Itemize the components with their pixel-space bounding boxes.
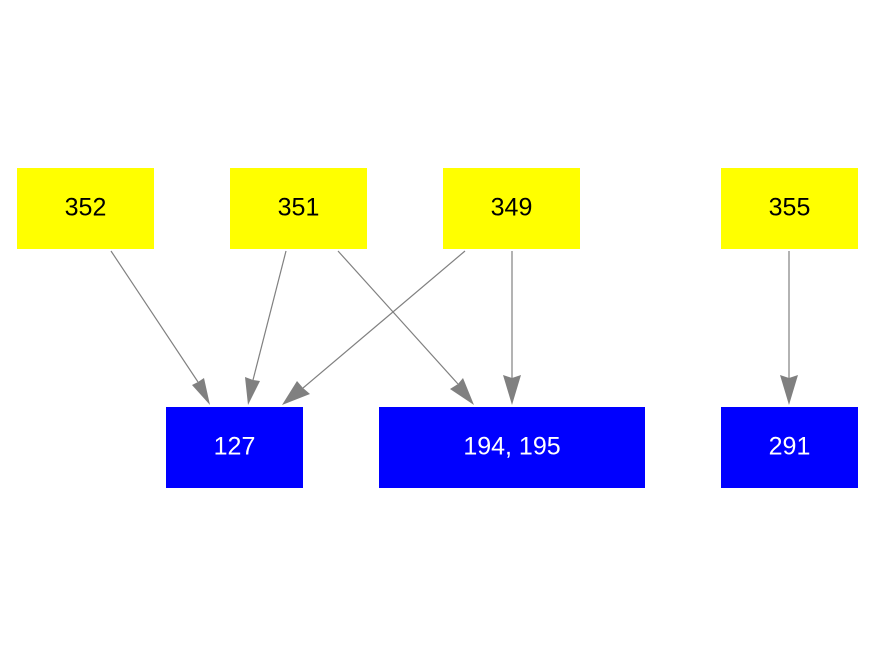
node-box [721,168,858,249]
arrowhead-icon [282,381,310,405]
node-label: 194, 195 [463,433,560,461]
edges-layer [110,250,798,405]
node-label: 352 [65,194,107,222]
node-352[interactable]: 352 [17,168,154,249]
node-349[interactable]: 349 [443,168,580,249]
node-355[interactable]: 355 [721,168,858,249]
edge-355-to-291 [780,251,798,405]
edge-351-to-194-195 [337,250,474,405]
node-label: 355 [769,194,811,222]
node-351[interactable]: 351 [230,168,367,249]
node-box [230,168,367,249]
arrowhead-icon [192,378,210,405]
arrowhead-icon [503,375,521,405]
node-291[interactable]: 291 [721,407,858,488]
edge-349-to-127 [282,250,466,405]
edge-352-to-127 [110,250,210,405]
edge-349-to-194-195-direct [503,251,521,405]
arrowhead-icon [780,375,798,405]
node-box [721,407,858,488]
node-127[interactable]: 127 [166,407,303,488]
node-label: 349 [491,194,533,222]
node-box [443,168,580,249]
edge-351-to-127 [245,250,287,405]
node-194-195[interactable]: 194, 195 [379,407,645,488]
node-label: 127 [214,433,256,461]
node-label: 351 [278,194,320,222]
node-box [166,407,303,488]
node-box [379,407,645,488]
node-box [17,168,154,249]
nodes-layer: 352 351 349 355 127 194, 195 291 [17,168,858,488]
arrowhead-icon [450,378,474,405]
node-label: 291 [769,433,811,461]
arrowhead-icon [245,377,260,405]
